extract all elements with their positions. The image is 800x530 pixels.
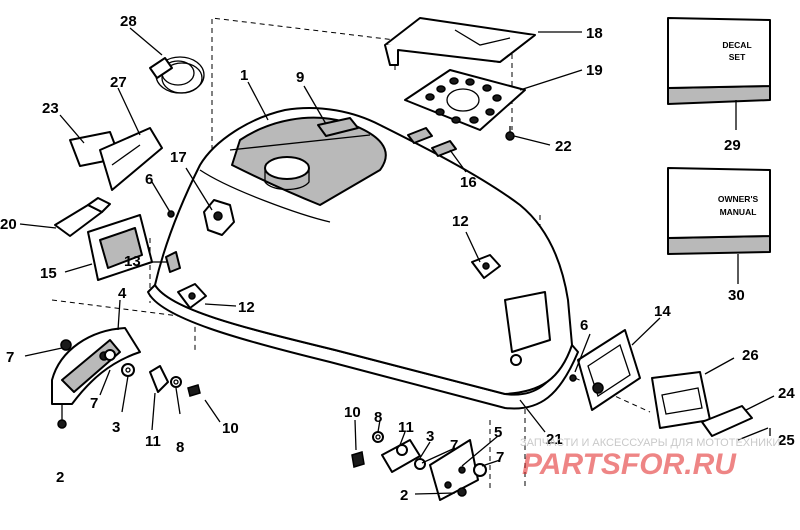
- callout-10-left: 10: [222, 420, 239, 437]
- callout-15: 15: [40, 265, 57, 282]
- callout-7-right: 7: [450, 437, 458, 454]
- callout-11-left: 11: [145, 433, 161, 450]
- callout-13: 13: [124, 253, 141, 270]
- callout-8-left: 8: [176, 439, 184, 456]
- screw-6-left: [167, 210, 175, 218]
- callout-12-left: 12: [238, 299, 255, 316]
- engine-cover: [147, 107, 579, 410]
- callout-19: 19: [586, 62, 603, 79]
- cover-air-intake: [264, 156, 310, 180]
- watermark: ЗАПЧАСТИ И АКСЕССУАРЫ ДЛЯ МОТОТЕХНИКИ PA…: [520, 437, 780, 481]
- decal-set-line1: DECAL: [722, 40, 751, 50]
- callout-3-left: 3: [112, 419, 120, 436]
- top-cap: [384, 17, 536, 66]
- callout-7-lower: 7: [90, 395, 98, 412]
- left-hardware: [104, 349, 201, 397]
- callout-16: 16: [460, 174, 477, 191]
- callout-7-left: 7: [6, 349, 14, 366]
- gasket-14: [577, 329, 641, 411]
- cover-rear-panel: [504, 291, 551, 353]
- handle: [54, 197, 111, 237]
- callout-10-right: 10: [344, 404, 361, 421]
- callout-1: 1: [240, 67, 248, 84]
- screw-2-left: [57, 405, 67, 429]
- watermark-caption: ЗАПЧАСТИ И АКСЕССУАРЫ ДЛЯ МОТОТЕХНИКИ: [520, 437, 780, 449]
- handle-24: [701, 405, 753, 437]
- callout-25: 25: [778, 432, 795, 449]
- watermark-brand: PARTSFOR.RU: [522, 448, 737, 481]
- callout-27: 27: [110, 74, 127, 91]
- cover-top-panel: [231, 116, 387, 206]
- callout-2-right: 2: [400, 487, 408, 504]
- strip-13: [165, 251, 181, 273]
- cover-name-strip: [317, 117, 359, 137]
- decal-set-box: DECAL SET: [667, 17, 771, 105]
- cable-coil: [149, 56, 205, 94]
- callout-11-right: 11: [398, 419, 414, 436]
- screw-6-right: [569, 374, 577, 382]
- side-plate: [99, 127, 163, 191]
- right-hardware: [351, 431, 487, 501]
- callout-30: 30: [728, 287, 745, 304]
- callout-23: 23: [42, 100, 59, 117]
- callout-17: 17: [170, 149, 187, 166]
- callout-8-right: 8: [374, 409, 382, 426]
- cover-body: [154, 107, 573, 395]
- callout-21: 21: [546, 431, 563, 448]
- owners-manual-line1: OWNER'S: [718, 194, 759, 204]
- gasket-plate: [404, 69, 526, 131]
- strip-25: [737, 427, 769, 441]
- decal-set-line2: SET: [729, 52, 746, 62]
- callout-29: 29: [724, 137, 741, 154]
- callout-24: 24: [778, 385, 795, 402]
- callout-3-right: 3: [426, 428, 434, 445]
- callout-7-far-right: 7: [496, 449, 504, 466]
- callout-26: 26: [742, 347, 759, 364]
- callout-18: 18: [586, 25, 603, 42]
- callout-2-left: 2: [56, 469, 64, 486]
- callout-4: 4: [118, 285, 127, 302]
- grille: [87, 214, 153, 281]
- callout-20: 20: [0, 216, 17, 233]
- callout-6-left: 6: [145, 171, 153, 188]
- leader-lines: [19, 27, 775, 495]
- callouts: 28 18 19 1 9 27 23 22 16 17 6 20 12 13 1…: [0, 13, 795, 504]
- callout-9: 9: [296, 69, 304, 86]
- rubber-pads: [407, 127, 457, 157]
- callout-22: 22: [555, 138, 572, 155]
- callout-28: 28: [120, 13, 137, 30]
- callout-6-right: 6: [580, 317, 588, 334]
- callout-5: 5: [494, 424, 502, 441]
- owners-manual-line2: MANUAL: [720, 207, 757, 217]
- plate-26: [651, 371, 711, 429]
- latch-12-left: [177, 283, 207, 309]
- screw-22: [505, 126, 515, 141]
- callout-12-right: 12: [452, 213, 469, 230]
- callout-14: 14: [654, 303, 671, 320]
- owners-manual-box: OWNER'S MANUAL: [667, 167, 771, 255]
